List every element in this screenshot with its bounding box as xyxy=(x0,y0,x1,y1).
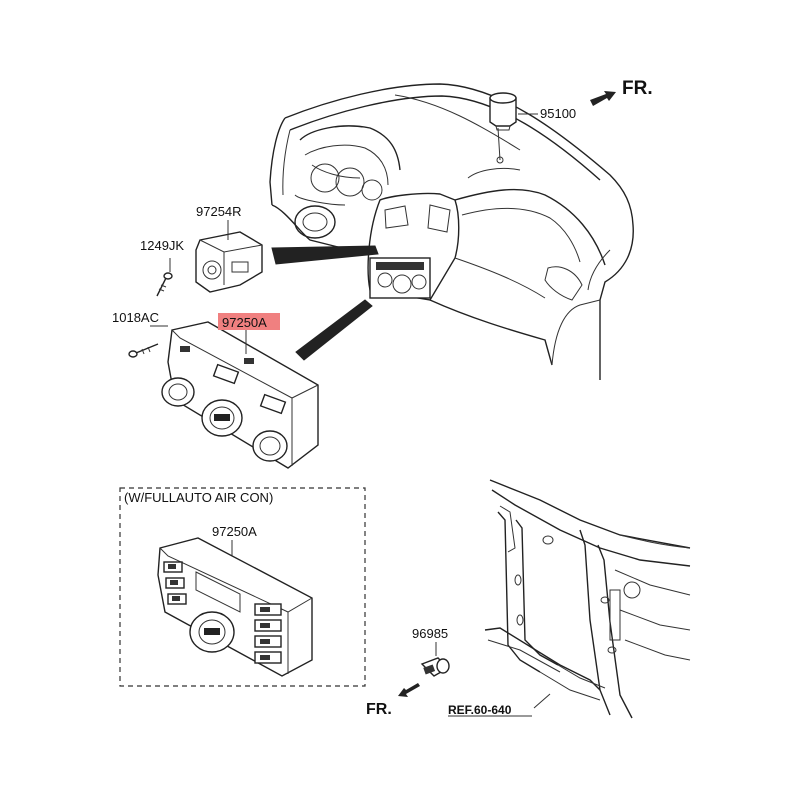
label-1249jk: 1249JK xyxy=(140,238,184,253)
pointer-wedge-lower xyxy=(295,299,373,361)
pointer-wedge-upper xyxy=(271,245,379,265)
front-arrow-bottom-icon xyxy=(398,683,420,697)
sensor-95100[interactable] xyxy=(489,92,517,131)
label-97250a-variant: 97250A xyxy=(212,524,257,539)
variant-box xyxy=(119,487,366,687)
label-1018ac: 1018AC xyxy=(112,310,159,325)
label-97254r: 97254R xyxy=(196,204,242,219)
radiator-support-frame xyxy=(484,479,691,719)
front-arrow-top-icon xyxy=(590,91,616,106)
label-96985: 96985 xyxy=(412,626,448,641)
switch-97254r[interactable] xyxy=(195,231,263,293)
screw-1249jk[interactable] xyxy=(156,272,173,297)
label-fr-top: FR. xyxy=(622,78,653,99)
label-95100: 95100 xyxy=(540,106,576,121)
label-97250a-highlighted: 97250A xyxy=(222,315,267,330)
climate-control-97250a-fullauto[interactable] xyxy=(157,537,313,677)
screw-1018ac[interactable] xyxy=(128,343,159,358)
label-fr-bottom: FR. xyxy=(366,701,392,718)
label-ref: REF.60-640 xyxy=(448,703,512,717)
sensor-96985[interactable] xyxy=(420,657,450,677)
highlight-97250a xyxy=(218,313,280,330)
climate-control-97250a[interactable] xyxy=(161,321,319,469)
variant-box-title: (W/FULLAUTO AIR CON) xyxy=(124,490,273,505)
